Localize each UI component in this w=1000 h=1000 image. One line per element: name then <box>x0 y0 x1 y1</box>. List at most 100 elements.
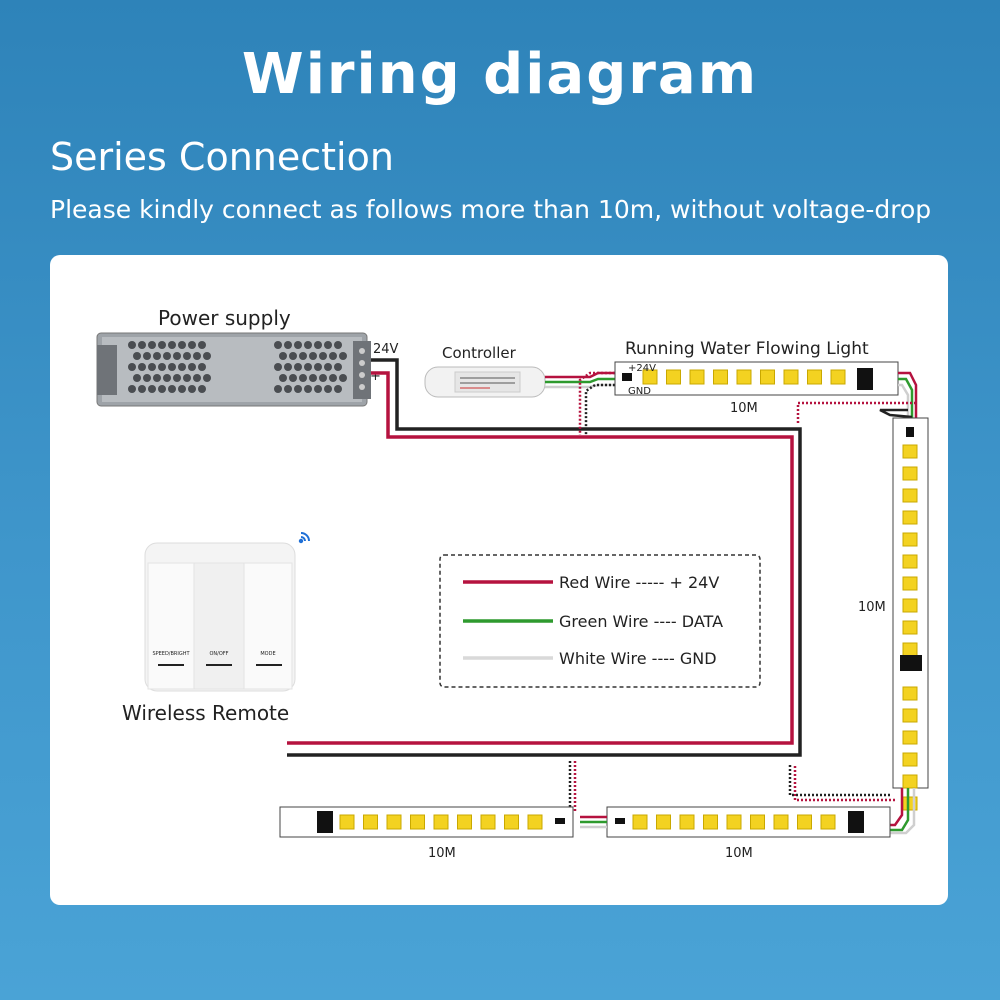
vent-hole <box>334 363 342 371</box>
led-chip <box>902 620 918 635</box>
led-chip <box>902 642 918 657</box>
vent-hole <box>193 374 201 382</box>
strip-length-top: 10M <box>730 401 758 416</box>
strip-length-bottom-left: 10M <box>428 846 456 861</box>
vent-hole <box>138 341 146 349</box>
legend-red-label: Red Wire ----- + 24V <box>559 573 719 592</box>
legend-white-label: White Wire ---- GND <box>559 649 717 668</box>
vent-hole <box>143 374 151 382</box>
vent-hole <box>203 352 211 360</box>
page-subtitle: Series Connection <box>50 135 394 179</box>
strip-title-label: Running Water Flowing Light <box>625 339 869 359</box>
led-chip <box>480 814 496 830</box>
vent-hole <box>183 352 191 360</box>
vent-hole <box>153 374 161 382</box>
led-chip <box>363 814 378 830</box>
vent-hole <box>319 352 327 360</box>
vent-hole <box>198 363 206 371</box>
strip-length-bottom-right: 10M <box>725 846 753 861</box>
vent-hole <box>339 352 347 360</box>
vent-hole <box>334 385 342 393</box>
vent-hole <box>173 352 181 360</box>
vent-hole <box>188 341 196 349</box>
led-chip <box>820 814 836 830</box>
vent-hole <box>334 341 342 349</box>
vent-hole <box>153 352 161 360</box>
vent-hole <box>319 374 327 382</box>
vent-hole <box>178 385 186 393</box>
vent-hole <box>299 374 307 382</box>
vent-hole <box>168 363 176 371</box>
vent-hole <box>274 385 282 393</box>
vent-hole <box>279 374 287 382</box>
led-chip <box>527 814 543 830</box>
strip-length-right: 10M <box>858 600 886 615</box>
legend <box>439 554 761 688</box>
power-wires <box>287 358 802 757</box>
diagram-panel: Power supply 24V + Controller <box>50 255 948 905</box>
bottom-connector <box>568 760 607 829</box>
led-chip <box>902 554 918 569</box>
vent-hole <box>324 363 332 371</box>
led-chip <box>902 752 918 767</box>
led-chip <box>504 814 519 830</box>
controller-wires <box>545 371 615 435</box>
vent-hole <box>163 374 171 382</box>
vent-hole <box>304 385 312 393</box>
led-strip-bottom-right <box>606 806 891 838</box>
instruction-note: Please kindly connect as follows more th… <box>50 195 932 224</box>
vent-hole <box>128 385 136 393</box>
vent-hole <box>339 374 347 382</box>
vent-hole <box>324 385 332 393</box>
vent-hole <box>173 374 181 382</box>
led-chip <box>726 814 742 830</box>
vent-hole <box>128 341 136 349</box>
wiring-diagram: Power supply 24V + Controller <box>96 306 929 861</box>
led-chip <box>703 814 718 830</box>
vent-hole <box>324 341 332 349</box>
power-supply-label: Power supply <box>158 306 291 330</box>
vent-hole <box>198 341 206 349</box>
led-chip <box>666 369 681 385</box>
led-chip <box>689 369 705 385</box>
vent-hole <box>128 363 136 371</box>
led-chip <box>797 814 812 830</box>
vent-hole <box>289 374 297 382</box>
led-chip <box>760 369 775 385</box>
led-chip <box>656 814 671 830</box>
vent-hole <box>274 363 282 371</box>
led-chip <box>902 532 918 547</box>
vent-hole <box>309 352 317 360</box>
vent-hole <box>148 363 156 371</box>
led-chip <box>386 814 402 830</box>
vent-hole <box>329 374 337 382</box>
vent-hole <box>188 385 196 393</box>
top-right-connector <box>796 371 918 425</box>
vent-hole <box>289 352 297 360</box>
page-title: Wiring diagram <box>241 42 759 107</box>
power-supply-vents <box>128 341 347 393</box>
wireless-remote-label: Wireless Remote <box>122 701 289 725</box>
vent-hole <box>183 374 191 382</box>
led-chip <box>642 369 658 385</box>
vent-hole <box>168 341 176 349</box>
vent-hole <box>143 352 151 360</box>
vent-hole <box>314 385 322 393</box>
voltage-label: 24V <box>373 342 399 357</box>
led-chip <box>433 814 449 830</box>
strip-ic-chip <box>900 655 922 671</box>
legend-green-label: Green Wire ---- DATA <box>559 612 723 631</box>
vent-hole <box>148 341 156 349</box>
vent-hole <box>309 374 317 382</box>
vent-hole <box>279 352 287 360</box>
led-chip <box>902 774 918 789</box>
vent-hole <box>133 374 141 382</box>
led-chip <box>773 814 789 830</box>
led-strip-bottom-left <box>279 806 574 838</box>
vent-hole <box>133 352 141 360</box>
right-bottom-connector <box>788 765 916 835</box>
power-supply <box>96 332 371 407</box>
vent-hole <box>294 385 302 393</box>
vent-hole <box>178 341 186 349</box>
vent-hole <box>294 341 302 349</box>
